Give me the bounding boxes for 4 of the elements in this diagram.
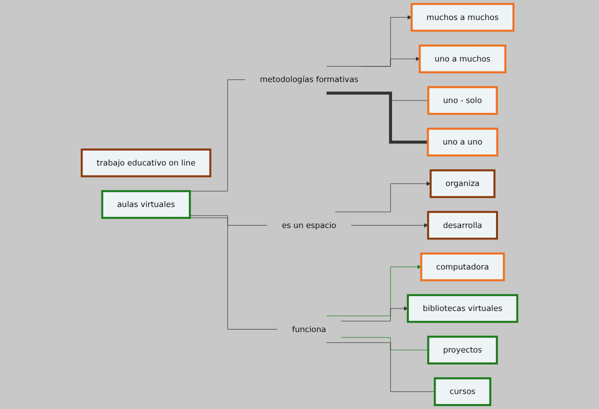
connector bbox=[326, 342, 436, 392]
connector bbox=[340, 337, 428, 350]
connector bbox=[326, 92, 430, 144]
connector bbox=[190, 215, 268, 226]
